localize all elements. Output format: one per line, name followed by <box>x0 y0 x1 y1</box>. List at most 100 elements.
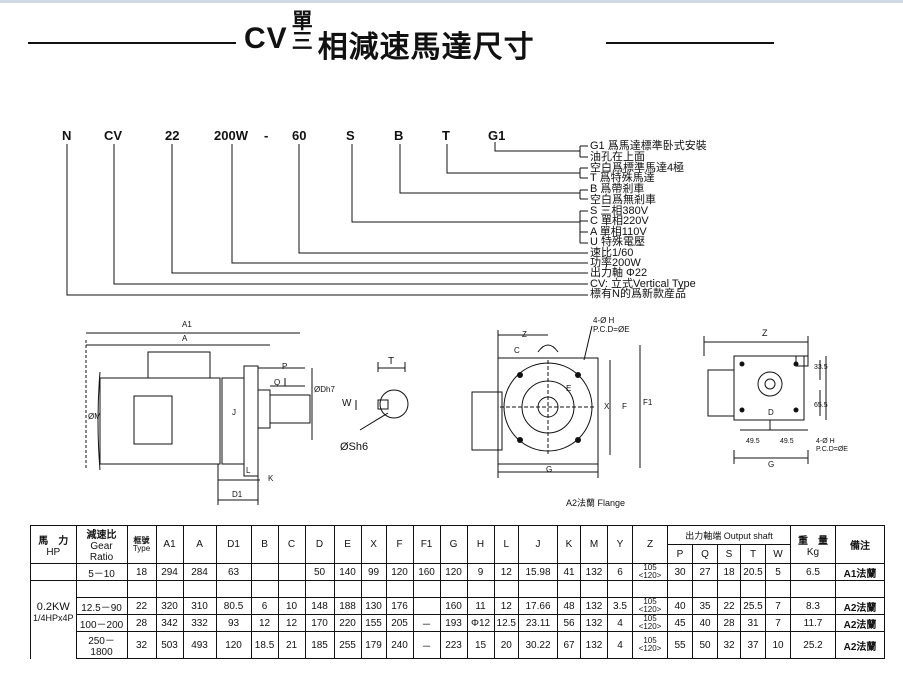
table-cell: 56 <box>557 614 581 632</box>
leader-t <box>446 144 580 174</box>
th-shaft: 出力軸端 Output shaft <box>667 525 791 545</box>
table-cell: 67 <box>557 631 581 659</box>
table-cell-z: 105<120> <box>632 631 668 659</box>
table-cell: 4 <box>607 614 633 632</box>
table-cell-empty <box>740 580 766 598</box>
th-hp-en: HP <box>46 546 61 558</box>
th-shaft-col: P <box>667 544 693 564</box>
table-cell: 28 <box>717 614 741 632</box>
table-cell: 31 <box>740 614 766 632</box>
leader-22 <box>171 144 588 274</box>
table-cell-empty <box>518 580 558 598</box>
label-sh6: ØSh6 <box>340 441 369 453</box>
table-cell-empty <box>75 580 128 598</box>
label-hole-h2: 4-Ø H <box>816 438 835 445</box>
table-cell: 120 <box>439 563 468 581</box>
th-col: X <box>360 525 387 564</box>
table-cell-empty <box>790 580 836 598</box>
table-cell-empty <box>557 580 581 598</box>
table-cell: 193 <box>439 614 468 632</box>
legend-5: 空白爲無剎車 <box>590 194 656 206</box>
table-cell: 22 <box>126 597 157 615</box>
legend-11: 功率200W <box>590 257 641 269</box>
table-cell-z: 105<120> <box>632 614 668 632</box>
table-cell: A2法蘭 <box>835 614 885 632</box>
th-col: J <box>518 525 558 564</box>
z-value: 105 <box>643 636 657 645</box>
table-cell: 170 <box>304 614 335 632</box>
table-cell: 205 <box>385 614 414 632</box>
z-value-alt: <120> <box>638 644 662 653</box>
table-cell: 6 <box>250 597 279 615</box>
table-cell-empty <box>580 580 608 598</box>
legend-10: 速比1/60 <box>590 247 634 259</box>
label-c: C <box>514 346 520 355</box>
table-cell: 12 <box>277 614 306 632</box>
table-header-row-2: P Q S T W <box>31 544 885 564</box>
th-col: A <box>182 525 217 564</box>
label-z2: Z <box>762 328 768 338</box>
table-cell: A1法蘭 <box>835 563 885 581</box>
table-cell: 37 <box>740 631 766 659</box>
th-col: A1 <box>155 525 184 564</box>
th-col: M <box>580 525 608 564</box>
table-cell: 284 <box>182 563 217 581</box>
table-cell: 310 <box>182 597 217 615</box>
z-value: 105 <box>643 597 657 606</box>
table-cell-empty <box>765 580 791 598</box>
legend-6: S 三相380V <box>590 205 649 217</box>
table-cell: 41 <box>557 563 581 581</box>
table-cell: 10 <box>277 597 306 615</box>
table-cell-motor <box>30 631 77 659</box>
table-cell: 18.5 <box>250 631 279 659</box>
table-cell: 12 <box>493 563 520 581</box>
table-cell: 132 <box>580 563 608 581</box>
table-cell-empty <box>607 580 633 598</box>
table-cell: 120 <box>215 631 252 659</box>
th-col: Y <box>607 525 633 564</box>
table-cell: 132 <box>580 597 608 615</box>
th-shaft-col: S <box>717 544 741 564</box>
table-cell: 18 <box>717 563 741 581</box>
table-cell-empty <box>632 580 668 598</box>
table-cell: 176 <box>385 597 414 615</box>
table-cell: 4 <box>607 631 633 659</box>
table-cell: 6.5 <box>790 563 836 581</box>
table-cell: 160 <box>439 597 468 615</box>
legend-7: C 單相220V <box>590 215 649 227</box>
table-cell-empty <box>126 580 157 598</box>
table-cell: 320 <box>155 597 184 615</box>
table-cell: 17.66 <box>518 597 558 615</box>
z-value: 105 <box>643 614 657 623</box>
table-cell: 6 <box>607 563 633 581</box>
table-cell: 185 <box>304 631 335 659</box>
table-cell: 7 <box>765 597 791 615</box>
legend-9: U 特殊電壓 <box>590 236 645 248</box>
table-cell: 255 <box>333 631 362 659</box>
table-cell: － <box>412 631 441 659</box>
table-cell: 80.5 <box>215 597 252 615</box>
flange-caption: A2法蘭 Flange <box>566 498 626 508</box>
table-cell: 240 <box>385 631 414 659</box>
label-g: G <box>546 465 553 474</box>
table-cell-empty <box>439 580 468 598</box>
table-cell: 11.7 <box>790 614 836 632</box>
th-col: K <box>557 525 581 564</box>
label-d1: D1 <box>232 490 243 499</box>
shaft-end-view <box>355 362 409 431</box>
table-cell-empty <box>333 580 362 598</box>
th-col: D1 <box>215 525 252 564</box>
legend-8: A 單相110V <box>590 226 647 238</box>
z-value-alt: <120> <box>638 622 662 631</box>
table-cell: 25.5 <box>740 597 766 615</box>
flange-front-view <box>471 325 641 478</box>
z-value: 105 <box>643 563 657 572</box>
table-cell: 32 <box>126 631 157 659</box>
table-cell: 10 <box>765 631 791 659</box>
table-cell: 30.22 <box>518 631 558 659</box>
